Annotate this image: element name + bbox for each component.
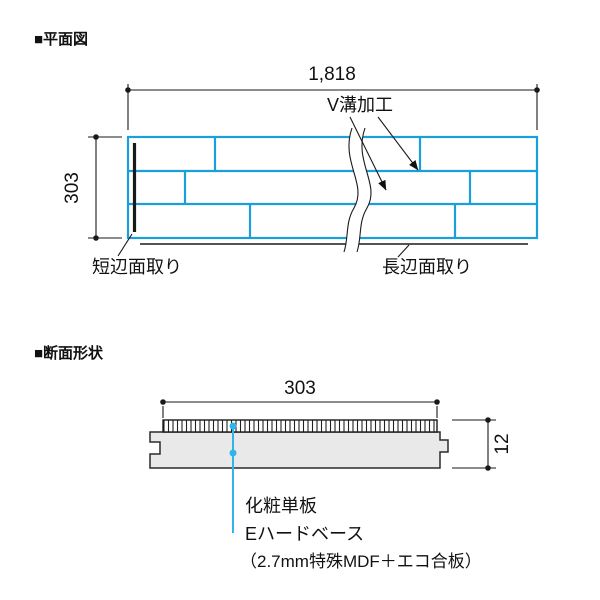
- dimension-end-dot: [93, 134, 99, 140]
- v-groove-label: V溝加工: [327, 95, 393, 115]
- plank-panel-outline: [126, 135, 539, 240]
- veneer-callout-dot: [229, 422, 237, 430]
- board-body-section: [149, 431, 449, 469]
- v-groove-arrow: [349, 116, 387, 191]
- dimension-end-dot: [485, 465, 491, 471]
- leader-line: [117, 233, 133, 257]
- plan-view-diagram: ■平面図 1,818 303 V溝加工: [34, 31, 540, 277]
- veneer-hatch-layer: [162, 419, 438, 433]
- break-wave-line: [356, 127, 372, 253]
- dimension-end-dot: [93, 235, 99, 241]
- dimension-end-dot: [125, 87, 131, 93]
- v-groove-arrow: [377, 116, 419, 171]
- dimension-end-dot: [534, 87, 540, 93]
- short-edge-chamfer-label: 短辺面取り: [92, 257, 182, 277]
- base-callout-dot: [229, 449, 237, 457]
- height-dimension-text: 303: [62, 172, 83, 204]
- leader-line: [397, 244, 410, 258]
- break-wave-line: [343, 127, 359, 253]
- cross-section-diagram: ■断面形状 303 12 化粧単板 Eハードベース （2.7mm特殊MDF＋エコ…: [34, 344, 513, 571]
- dimension-end-dot: [485, 417, 491, 423]
- plan-view-title: ■平面図: [34, 31, 88, 48]
- veneer-label: 化粧単板: [245, 496, 317, 516]
- dimension-end-dot: [434, 399, 440, 405]
- section-width-dimension-text: 303: [284, 378, 316, 399]
- base-label: Eハードベース: [245, 524, 364, 544]
- base-detail-label: （2.7mm特殊MDF＋エコ合板）: [240, 552, 482, 571]
- cross-section-title: ■断面形状: [34, 344, 104, 362]
- long-edge-chamfer-label: 長辺面取り: [382, 257, 472, 277]
- width-dimension-text: 1,818: [308, 64, 356, 85]
- thickness-dimension-text: 12: [492, 433, 513, 454]
- dimension-end-dot: [160, 399, 166, 405]
